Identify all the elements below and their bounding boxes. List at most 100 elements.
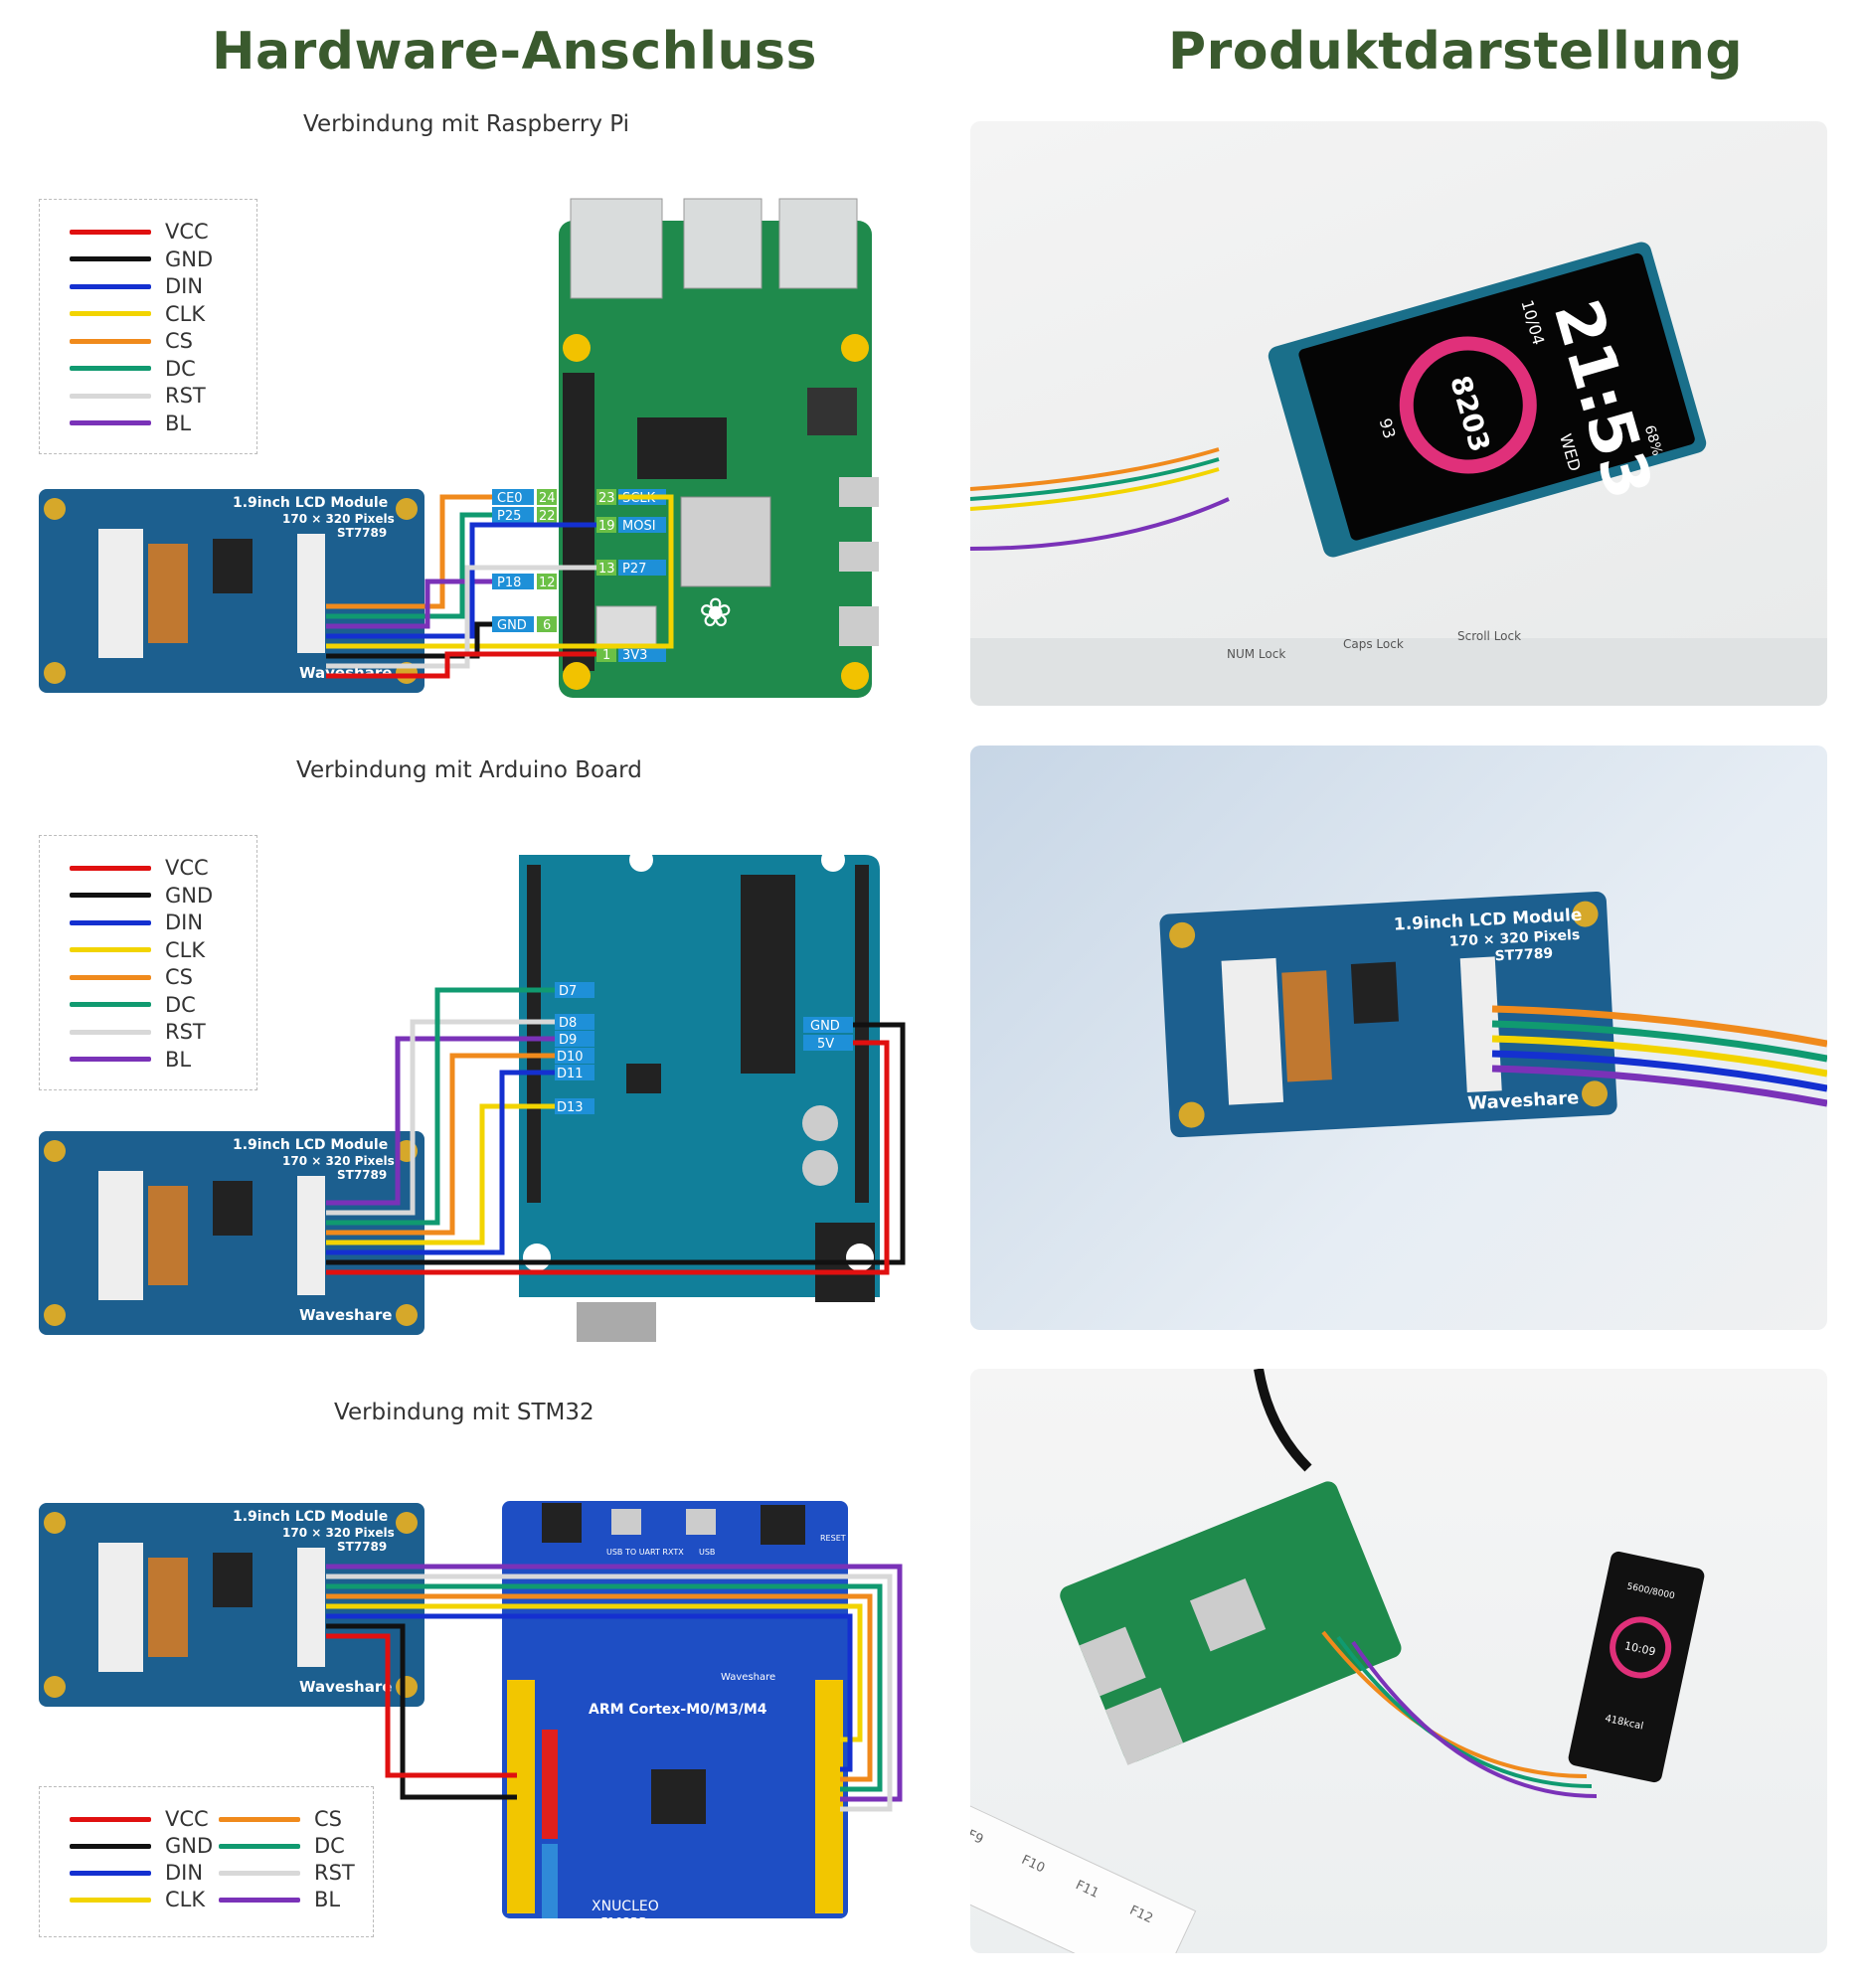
svg-text:XNUCLEO: XNUCLEO [592, 1899, 659, 1914]
legend-swatch [70, 893, 151, 898]
legend-label: DC [165, 992, 196, 1017]
legend-label: DIN [165, 911, 204, 934]
legend-item-gnd: GND [70, 884, 213, 908]
legend-label: RST [165, 384, 206, 408]
hardware-heading: Hardware-Anschluss [212, 22, 817, 82]
legend-label: GND [165, 247, 214, 271]
legend-item-din: DIN [70, 1861, 203, 1885]
svg-text:19: 19 [598, 519, 615, 534]
svg-text:10:09: 10:09 [1623, 1639, 1657, 1658]
legend-item-clk: CLK [70, 938, 205, 962]
legend-item-rst: RST [219, 1861, 355, 1885]
legend-item-rst: RST [70, 384, 206, 408]
legend-arduino: VCC GND DIN CLK CS DC RST BL [39, 835, 257, 1090]
legend-item-clk: CLK [70, 302, 205, 326]
legend-swatch [70, 947, 151, 952]
legend-item-vcc: VCC [70, 856, 209, 880]
svg-text:CE0: CE0 [497, 491, 523, 506]
svg-text:USB: USB [699, 1548, 715, 1557]
legend-item-cs: CS [219, 1807, 342, 1831]
svg-text:23: 23 [598, 491, 615, 506]
legend-swatch [70, 1897, 151, 1903]
svg-text:Scroll Lock: Scroll Lock [1457, 629, 1521, 643]
svg-text:Waveshare: Waveshare [299, 1306, 392, 1324]
svg-text:5V: 5V [817, 1037, 834, 1052]
legend-item-dc: DC [219, 1834, 345, 1858]
legend-swatch [70, 338, 151, 344]
legend-label: CS [314, 1807, 342, 1831]
legend-item-vcc: VCC [70, 220, 209, 244]
svg-text:24: 24 [539, 491, 556, 506]
svg-text:D7: D7 [559, 984, 577, 999]
lcd-module-rpi: 1.9inch LCD Module 170 × 320 Pixels ST77… [39, 489, 424, 693]
legend-swatch [70, 1002, 151, 1007]
legend-swatch [70, 919, 151, 925]
legend-label: BL [165, 411, 192, 435]
svg-text:RESET: RESET [820, 1534, 846, 1543]
legend-item-gnd: GND [70, 1834, 213, 1858]
legend-item-dc: DC [70, 993, 196, 1017]
legend-label: VCC [165, 220, 209, 244]
arduino-board [519, 848, 880, 1342]
legend-swatch [70, 974, 151, 980]
svg-text:P18: P18 [497, 576, 521, 590]
svg-text:1.9inch LCD Module: 1.9inch LCD Module [233, 1137, 388, 1153]
svg-text:93: 93 [1376, 416, 1400, 441]
svg-text:ST7789: ST7789 [337, 526, 387, 540]
legend-label: CLK [165, 937, 206, 962]
svg-text:MOSI: MOSI [622, 519, 656, 534]
svg-text:6: 6 [543, 618, 551, 633]
svg-text:Waveshare: Waveshare [721, 1672, 775, 1683]
legend-label: GND [165, 1834, 214, 1858]
svg-text:170 × 320 Pixels: 170 × 320 Pixels [282, 1154, 395, 1168]
arduino-wiring-diagram: D7 D8 D9 D10 D11 D13 GND 5V 1.9inch LCD … [39, 848, 906, 1342]
stm32-section-title: Verbindung mit STM32 [334, 1400, 594, 1425]
lcd-module-arduino: 1.9inch LCD Module 170 × 320 Pixels ST77… [39, 1131, 424, 1335]
legend-item-gnd: GND [70, 248, 213, 271]
svg-text:1: 1 [602, 648, 610, 663]
svg-text:GND: GND [810, 1019, 840, 1034]
svg-text:D11: D11 [557, 1067, 584, 1081]
rpi-left-pins: CE0 24 P25 22 P18 12 GND 6 [492, 489, 557, 633]
svg-text:22: 22 [539, 509, 556, 524]
legend-swatch [70, 393, 151, 399]
legend-swatch [219, 1870, 300, 1876]
legend-swatch [70, 1057, 151, 1062]
legend-swatch [219, 1897, 300, 1903]
legend-item-dc: DC [70, 357, 196, 381]
legend-swatch [70, 283, 151, 289]
svg-text:ARM Cortex-M0/M3/M4: ARM Cortex-M0/M3/M4 [589, 1702, 767, 1718]
svg-text:P25: P25 [497, 509, 521, 524]
legend-item-din: DIN [70, 274, 203, 298]
svg-text:170 × 320 Pixels: 170 × 320 Pixels [282, 1526, 395, 1540]
legend-label: CLK [165, 301, 206, 326]
legend-label: RST [165, 1020, 206, 1044]
product-photo-module: 1.9inch LCD Module 170 × 320 Pixels ST77… [970, 746, 1827, 1330]
arduino-pins-left: D7 D8 D9 D10 D11 D13 [555, 982, 594, 1115]
legend-item-din: DIN [70, 911, 203, 934]
legend-label: CS [165, 965, 193, 989]
legend-label: VCC [165, 1807, 209, 1831]
raspberry-logo-icon: ❀ [699, 590, 733, 636]
legend-swatch [70, 311, 151, 316]
legend-swatch [219, 1816, 300, 1822]
legend-stm32: VCC GND DIN CLK CS DC RST BL [39, 1786, 374, 1937]
legend-label: CLK [165, 1888, 206, 1911]
lcd-module-stm32: 1.9inch LCD Module 170 × 320 Pixels ST77… [39, 1503, 424, 1707]
svg-text:170 × 320 Pixels: 170 × 320 Pixels [1448, 927, 1580, 950]
arduino-section-title: Verbindung mit Arduino Board [296, 757, 642, 783]
legend-label: DIN [165, 1861, 204, 1885]
legend-label: GND [165, 883, 214, 908]
rpi-wiring-diagram: ❀ CE0 24 P25 22 P18 12 GND 6 23 SCLK 19 … [39, 198, 879, 698]
svg-text:D9: D9 [559, 1033, 577, 1048]
svg-text:ST7789: ST7789 [337, 1168, 387, 1182]
legend-label: BL [165, 1047, 192, 1072]
legend-item-bl: BL [219, 1888, 340, 1911]
product-photo-rpi-setup: 10:09 5600/8000 418kcal F9 F10 F11 F12 [970, 1369, 1827, 1953]
legend-label: VCC [165, 856, 209, 880]
svg-text:USB TO UART RXTX: USB TO UART RXTX [606, 1548, 684, 1557]
raspberry-pi-board: ❀ [559, 198, 879, 698]
legend-swatch [70, 256, 151, 261]
legend-swatch [70, 865, 151, 871]
